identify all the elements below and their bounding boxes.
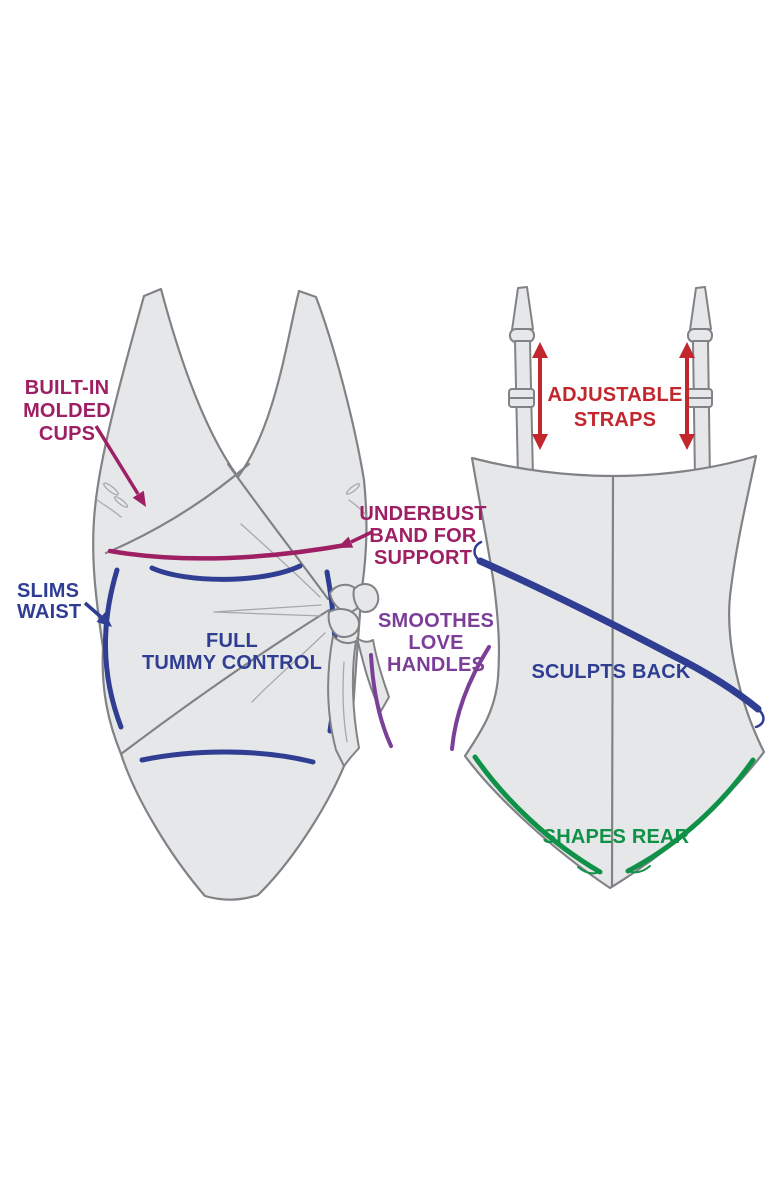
arrow-down-icon: [679, 434, 695, 450]
back-strap-right: [686, 286, 713, 481]
pointer-shaft: [94, 425, 140, 495]
arrow-up-icon: [532, 342, 548, 358]
arrow-down-icon: [532, 434, 548, 450]
strap-top-piece: [511, 286, 534, 331]
arrow-up-icon: [679, 342, 695, 358]
label-full-tummy-control: FULL TUMMY CONTROL: [142, 630, 322, 674]
back-center-seam: [610, 476, 615, 888]
adjustable-straps-arrows: [532, 342, 695, 450]
gather-mark: [345, 483, 361, 495]
shapes-rear-line-right: [625, 757, 756, 874]
shapes-rear-tip: [577, 866, 601, 875]
gather-line: [348, 499, 368, 517]
fold-line: [213, 604, 322, 617]
gather-line: [96, 499, 122, 518]
slims-waist-line-left: [103, 567, 124, 730]
wrap-seam-bottom: [119, 608, 331, 756]
sculpts-back-band: [476, 557, 762, 713]
fold-line: [251, 632, 326, 703]
underbust-band-line: [107, 542, 349, 561]
back-view-garment: [463, 286, 766, 890]
label-smoothes-love-handles: SMOOTHES LOVE HANDLES: [377, 610, 495, 676]
gather-mark: [113, 496, 129, 508]
love-handle-line-right: [450, 645, 491, 751]
shapes-rear-tip: [627, 865, 651, 874]
wrap-seam-left: [104, 462, 251, 555]
wrap-seam-right: [226, 462, 330, 601]
arrow-head-icon: [96, 612, 112, 627]
sculpts-band-end-curl: [473, 540, 483, 563]
arrow-head-icon: [132, 490, 146, 507]
tie-knot-lobe: [352, 583, 380, 613]
label-sculpts-back: SCULPTS BACK: [531, 661, 691, 683]
strap-top-piece: [689, 286, 712, 331]
label-underbust-band-for-support: UNDERBUST BAND FOR SUPPORT: [359, 503, 487, 569]
cups-pointer-arrow: [94, 425, 146, 507]
back-body-outline: [463, 454, 766, 890]
tummy-control-hip-line: [139, 749, 316, 765]
love-handle-line-left: [369, 653, 393, 748]
label-adjustable-straps: ADJUSTABLE STRAPS: [547, 384, 683, 431]
label-built-in-molded-cups: BUILT-IN MOLDED CUPS: [23, 377, 111, 445]
sculpts-band-end-curl: [754, 707, 765, 729]
gather-mark: [103, 482, 119, 496]
tie-knot-lobe: [327, 608, 360, 639]
pointer-shaft: [350, 530, 373, 544]
label-shapes-rear: SHAPES REAR: [542, 826, 690, 848]
front-view-garment: [92, 287, 390, 901]
label-slims-waist: SLIMS WAIST: [17, 580, 82, 623]
arrow-head-icon: [337, 536, 354, 548]
underbust-pointer-arrow: [337, 530, 373, 548]
pointer-shaft: [83, 601, 103, 619]
molded-cup-line: [149, 563, 303, 582]
shapes-rear-line-left: [472, 754, 603, 875]
streamer-fold: [342, 661, 348, 743]
slims-waist-pointer-arrow: [83, 601, 112, 627]
side-tie: [327, 583, 390, 767]
